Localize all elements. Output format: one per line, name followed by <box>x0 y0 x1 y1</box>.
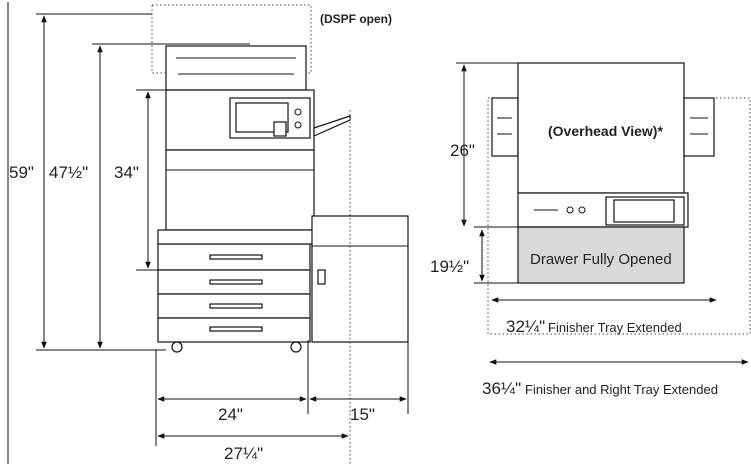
finisher-tray-width-label: 32¼" <box>506 317 545 336</box>
height-total-label: 47½" <box>49 163 88 182</box>
overhead-view <box>487 62 751 335</box>
finisher-tray-left <box>491 97 519 157</box>
caster <box>171 341 183 353</box>
right-tray-caption: Finisher and Right Tray Extended <box>525 382 718 397</box>
width-main-label: 24" <box>218 405 243 424</box>
overhead-view-label: (Overhead View)* <box>548 123 663 139</box>
finisher <box>311 215 409 343</box>
dspf-open-label: (DSPF open) <box>320 12 392 26</box>
right-tray-width-label: 36¼" <box>482 379 521 398</box>
finisher-tray-caption: Finisher Tray Extended <box>548 320 682 335</box>
caster <box>290 341 302 353</box>
height-dspf-open-label: 59" <box>9 163 34 182</box>
output-tray <box>313 115 351 137</box>
width-finisher-label: 15" <box>350 405 375 424</box>
dspf-open-outline <box>151 4 312 74</box>
depth-label: 26" <box>450 141 475 160</box>
drawer-depth-label: 19½" <box>430 257 469 276</box>
overhead-main-body <box>517 62 685 194</box>
height-platen-label: 34" <box>114 163 139 182</box>
drawer-fully-opened-label: Drawer Fully Opened <box>530 251 672 268</box>
document-feeder <box>165 45 307 91</box>
right-tray-extended-outline <box>487 97 751 335</box>
overhead-touch-screen <box>613 199 675 223</box>
drawer-opened <box>517 226 685 284</box>
right-tray <box>683 97 715 157</box>
width-total-label: 27¼" <box>224 444 263 463</box>
front-view-machine <box>151 4 409 353</box>
upper-body <box>165 149 315 231</box>
